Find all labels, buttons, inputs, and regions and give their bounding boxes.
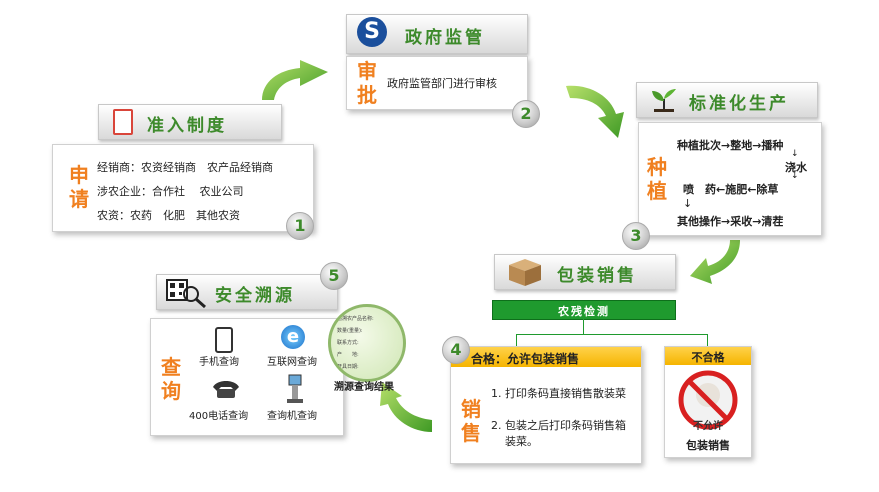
production-box: 种 植 种植批次→整地→播种 浇水 喷 药←施肥←除草 其他操作→采收→清茬 ↓… <box>638 122 822 236</box>
gov-big-char-1: 审 <box>357 59 377 83</box>
gov-big-char-2: 批 <box>357 83 377 107</box>
trace-big-char-2: 询 <box>161 379 181 403</box>
step-number-2: 2 <box>512 100 540 128</box>
production-row-4: 其他操作→采收→清茬 <box>677 215 784 228</box>
prohibited-icon <box>677 369 739 435</box>
gov-title: 政府监管 <box>405 28 485 48</box>
package-header: 包装销售 <box>494 254 676 290</box>
channel-internet: 互联网查询 <box>267 357 317 368</box>
connector-horizontal <box>516 334 708 335</box>
entry-big-char-1: 申 <box>69 163 89 187</box>
gov-header: S 政府监管 <box>346 14 528 54</box>
package-item-2: 2. 包装之后打印条码销售箱 <box>491 419 626 432</box>
gov-box: 审 批 政府监管部门进行审核 <box>346 56 528 110</box>
fail-caption: 包装销售 <box>686 439 730 452</box>
trace-box: 查 询 手机查询 e 互联网查询 400电话查询 查询机查询 <box>150 318 344 436</box>
magnifier-result: 追溯农产品名称: 数量(重量): 联系方式: 产 地: 开具日期: <box>328 304 406 382</box>
arrow-down-1: ↓ <box>791 149 799 159</box>
package-big-char-1: 销 <box>461 397 481 421</box>
qr-search-icon <box>166 278 209 312</box>
production-row-2: 浇水 <box>785 161 807 174</box>
production-row-3: 喷 药←施肥←除草 <box>683 183 779 196</box>
step-number-1: 1 <box>286 212 314 240</box>
package-big-char-2: 售 <box>461 421 481 445</box>
pass-title-bar: 合格：允许包装销售 <box>451 347 641 367</box>
magnifier-line-2: 数量(重量): <box>337 328 363 334</box>
production-header: 标准化生产 <box>636 82 818 118</box>
entry-header: 准入制度 <box>98 104 282 140</box>
fail-stamp: 不允许 <box>693 421 723 432</box>
package-box-icon <box>505 255 545 291</box>
entry-line-3: 农资：农药 化肥 其他农资 <box>97 209 240 222</box>
magnifier-line-3: 联系方式: <box>337 340 359 346</box>
production-big-char-1: 种 <box>647 155 667 179</box>
entry-line-1: 经销商：农资经销商 农产品经销商 <box>97 161 273 174</box>
fail-title: 不合格 <box>691 351 725 364</box>
step-number-5: 5 <box>320 262 348 290</box>
telephone-icon <box>211 377 241 403</box>
arrow-down-2: ↓ <box>791 171 799 181</box>
arrow-down-3: ↓ <box>683 197 693 210</box>
pass-box: 合格：允许包装销售 销 售 1. 打印条码直接销售散装菜 2. 包装之后打印条码… <box>450 346 642 464</box>
production-row-1: 种植批次→整地→播种 <box>677 139 784 152</box>
fail-box: 不合格 不允许 包装销售 <box>664 346 752 458</box>
trace-header: 安全溯源 <box>156 274 338 310</box>
residue-check-label: 农残检测 <box>558 305 610 318</box>
trace-title: 安全溯源 <box>215 286 295 306</box>
fail-title-bar: 不合格 <box>665 347 751 365</box>
mobile-phone-icon <box>215 327 233 353</box>
s-logo-icon: S <box>357 17 387 47</box>
pass-title: 合格：允许包装销售 <box>471 352 580 366</box>
gov-text: 政府监管部门进行审核 <box>387 77 497 90</box>
entry-line-2: 涉农企业：合作社 农业公司 <box>97 185 244 198</box>
kiosk-icon <box>285 374 305 407</box>
package-item-1: 1. 打印条码直接销售散装菜 <box>491 387 626 400</box>
trace-big-char-1: 查 <box>161 355 181 379</box>
connector-right <box>707 334 708 346</box>
clipboard-icon <box>113 109 133 135</box>
channel-mobile: 手机查询 <box>199 357 239 368</box>
production-title: 标准化生产 <box>689 94 789 114</box>
step-number-3: 3 <box>622 222 650 250</box>
package-item-3: 装菜。 <box>505 435 538 448</box>
entry-title: 准入制度 <box>147 116 227 136</box>
residue-check-bar: 农残检测 <box>492 300 676 320</box>
internet-explorer-icon: e <box>281 325 305 349</box>
production-big-char-2: 植 <box>647 179 667 203</box>
magnifier-line-1: 追溯农产品名称: <box>337 316 374 322</box>
entry-box: 申 请 经销商：农资经销商 农产品经销商 涉农企业：合作社 农业公司 农资：农药… <box>52 144 314 232</box>
package-title: 包装销售 <box>557 266 637 286</box>
seedling-icon <box>649 87 679 117</box>
result-caption: 溯源查询结果 <box>334 382 394 393</box>
magnifier-line-4: 产 地: <box>337 352 359 358</box>
connector-vertical <box>583 318 584 334</box>
step-number-4: 4 <box>442 336 470 364</box>
channel-kiosk: 查询机查询 <box>267 411 317 422</box>
magnifier-line-5: 开具日期: <box>337 364 359 370</box>
connector-left <box>516 334 517 346</box>
entry-big-char-2: 请 <box>69 187 89 211</box>
channel-phone: 400电话查询 <box>189 411 249 422</box>
